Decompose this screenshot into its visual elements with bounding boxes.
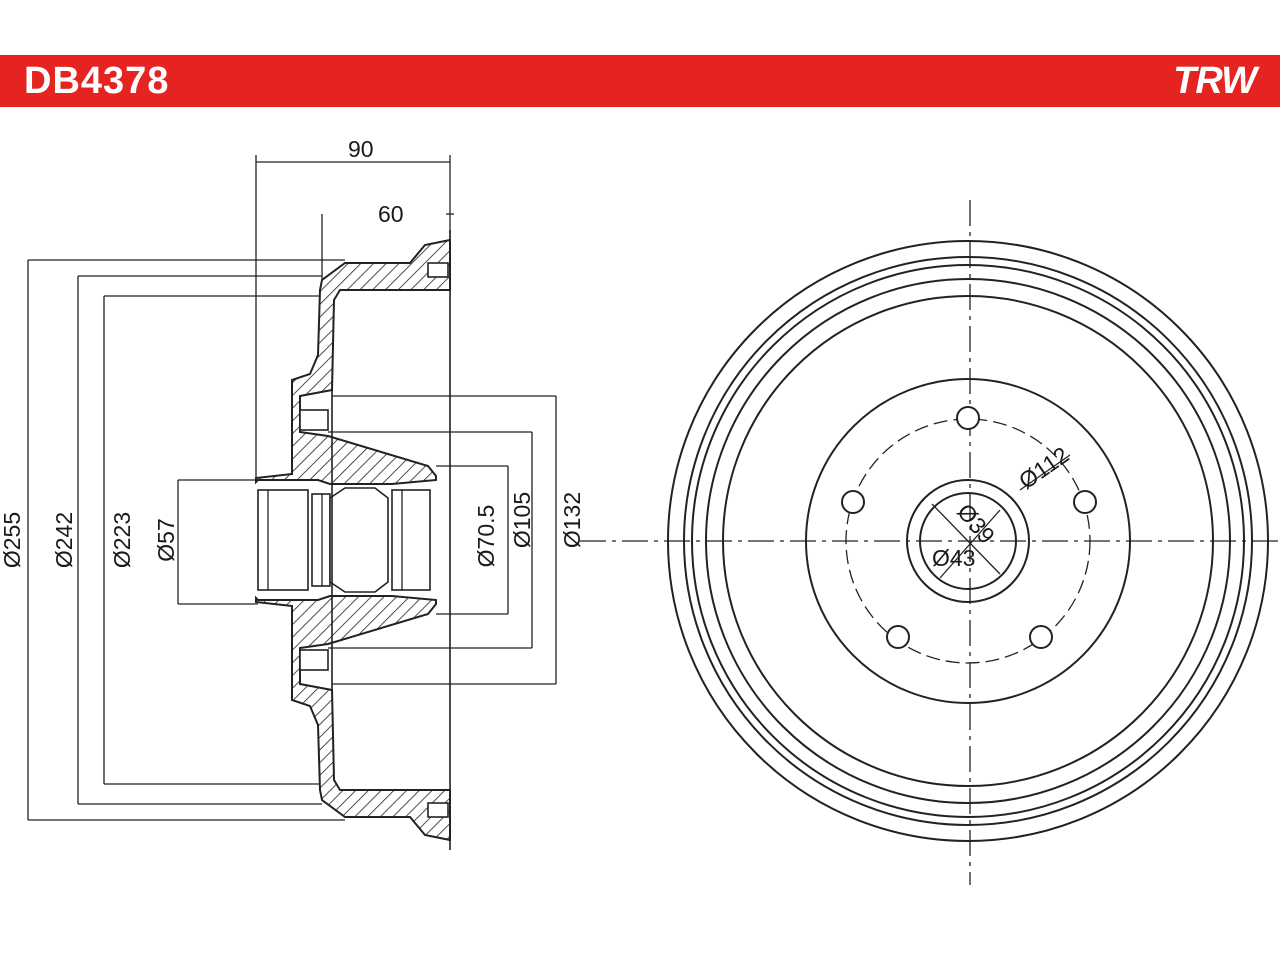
outer-ring <box>667 240 1269 842</box>
dim-width-overall: 90 <box>348 136 374 162</box>
dim-braking-diameter: Ø242 <box>51 512 77 568</box>
dim-hub-outer-diameter: Ø105 <box>509 492 535 548</box>
pitch-circle <box>845 418 1091 664</box>
dim-hub-inner-diameter: Ø70.5 <box>473 505 499 568</box>
part-number: DB4378 <box>24 60 170 102</box>
dim-pcd: Ø112 <box>1014 442 1074 495</box>
dim-flange-diameter: Ø132 <box>559 492 585 548</box>
bolt-hole <box>841 490 865 514</box>
dim-inner-diameter: Ø223 <box>109 512 135 568</box>
section-view: 90 60 Ø255 Ø242 Ø223 Ø57 Ø70.5 Ø105 Ø132 <box>0 136 585 850</box>
bolt-hole <box>956 406 980 430</box>
dim-width-flange: 60 <box>378 201 404 227</box>
header-bar: DB4378 TRW <box>0 55 1280 107</box>
bolt-hole <box>1073 490 1097 514</box>
dim-bore-diameter: Ø57 <box>153 518 179 561</box>
front-view: Ø112 Ø39 Ø43 <box>580 200 1280 885</box>
dim-outer-diameter: Ø255 <box>0 512 25 568</box>
bolt-hole <box>1029 625 1053 649</box>
hub-face <box>805 378 1131 704</box>
bolt-hole <box>886 625 910 649</box>
dim-spigot: Ø43 <box>932 545 975 571</box>
brand-logo: TRW <box>1173 60 1257 102</box>
